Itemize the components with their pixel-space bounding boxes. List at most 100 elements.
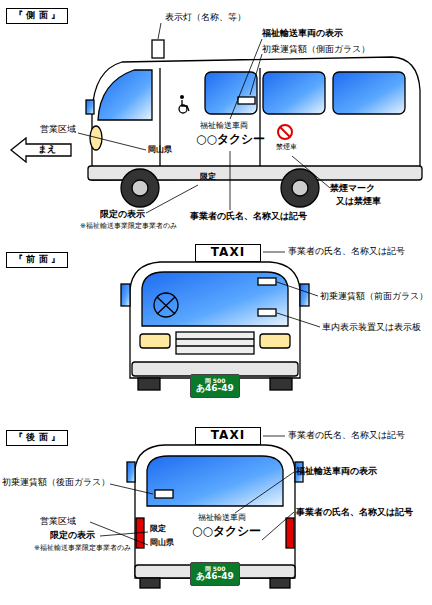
callout-label: 限定 — [150, 524, 166, 533]
callout-label: ○○タクシー — [196, 133, 265, 147]
drawing-rect — [86, 100, 94, 114]
view-heading: 『 後 面 』 — [6, 430, 68, 446]
drawing-rect — [140, 334, 170, 348]
callout-label: 営業区域 — [40, 516, 76, 526]
plate-text: あ46-49 — [196, 384, 234, 394]
drawing-circle — [281, 169, 319, 207]
callout-label: 事業者の氏名、名称又は記号 — [288, 246, 405, 256]
drawing-circle — [121, 169, 159, 207]
drawing-rect — [258, 309, 276, 316]
drawing-line — [176, 338, 254, 339]
drawing-g — [86, 40, 422, 207]
callout-label: 限定の表示 — [50, 530, 95, 540]
callout-label: 福祉輸送車両 — [200, 121, 248, 130]
front-arrow: まえ — [10, 137, 72, 163]
node-label: TAXI — [211, 246, 245, 259]
drawing-rect — [176, 332, 254, 354]
drawing-rect — [138, 378, 160, 390]
callout-label: 岡山県 — [148, 145, 172, 154]
drawing-rect — [258, 278, 276, 285]
callout-label: 事業者の氏名、名称又は記号 — [190, 211, 307, 221]
drawing-g — [263, 252, 320, 327]
drawing-ellipse — [90, 126, 102, 150]
drawing-rect — [270, 378, 292, 390]
drawing-path — [130, 262, 300, 378]
drawing-line — [176, 345, 254, 346]
drawing-line — [250, 54, 262, 95]
drawing-path — [147, 456, 283, 506]
callout-label: 福祉輸送車両の表示 — [262, 28, 343, 38]
drawing-rect — [300, 284, 309, 306]
arrow-shape — [11, 138, 71, 162]
drawing-line — [110, 484, 153, 494]
drawing-rect — [127, 462, 135, 482]
callout-label: 福祉輸送車両の表示 — [296, 466, 377, 476]
drawing-circle — [292, 180, 308, 196]
callout-label: 初乗運賃額（後面ガラス） — [2, 477, 110, 487]
callout-label: 営業区域 — [40, 124, 76, 134]
node-label: 『 後 面 』 — [14, 433, 59, 443]
plate-text: 岡 500 — [205, 566, 226, 573]
callout-label: 車内表示装置又は表示板 — [322, 322, 421, 332]
callout-label: 初乗運賃額（前面ガラス） — [320, 291, 428, 301]
drawing-circle — [278, 125, 292, 139]
drawing-line — [159, 68, 160, 172]
callout-label: 初乗運賃額（側面ガラス） — [262, 44, 370, 54]
callout-label: 事業者の氏名、名称又は記号 — [296, 507, 413, 517]
drawing-line — [90, 522, 148, 545]
drawing-rect — [152, 40, 164, 58]
plate-text: あ46-49 — [196, 572, 234, 582]
view-heading: 『 前 面 』 — [6, 252, 68, 268]
callout-label: 禁煙車 — [276, 143, 297, 151]
drawing-line — [263, 436, 285, 437]
drawing-rect — [260, 334, 290, 348]
callout-label: 岡山県 — [150, 538, 174, 547]
view-heading: 『 側 面 』 — [6, 8, 68, 24]
drawing-rect — [286, 518, 294, 548]
callout-label: 福祉輸送車両 — [198, 513, 246, 522]
drawing-circle — [132, 180, 148, 196]
drawing-rect — [238, 97, 255, 104]
drawing-g — [121, 262, 309, 390]
callout-label: 事業者の氏名、名称又は記号 — [288, 430, 405, 440]
drawing-line — [157, 297, 175, 314]
drawing-line — [100, 532, 148, 536]
drawing-rect — [270, 578, 290, 588]
node-label: 『 前 面 』 — [14, 255, 59, 265]
drawing-path — [135, 445, 295, 578]
plate-text: 岡 500 — [205, 378, 226, 385]
callout-label: 限定の表示 — [100, 209, 145, 219]
drawing-line — [263, 252, 285, 253]
callout-label: 又は禁煙車 — [336, 196, 381, 206]
drawing-line — [230, 151, 231, 210]
callout-label: 表示灯（名称、等） — [165, 12, 246, 22]
drawing-rect — [155, 490, 173, 498]
node-label: まえ — [26, 145, 56, 155]
drawing-path — [98, 70, 152, 120]
drawing-rect — [205, 72, 257, 114]
drawing-line — [230, 39, 262, 119]
drawing-rect — [333, 72, 405, 114]
drawing-line — [158, 23, 161, 39]
drawing-circle — [180, 95, 184, 99]
drawing-line — [262, 512, 294, 540]
drawing-line — [235, 472, 294, 513]
drawing-rect — [121, 284, 130, 306]
drawing-line — [157, 297, 175, 314]
callout-label: 限定 — [200, 172, 216, 181]
drawing-line — [78, 133, 146, 150]
drawing-rect — [263, 72, 325, 114]
drawing-line — [277, 313, 320, 327]
drawing-circle — [154, 293, 178, 317]
taxi-sign: TAXI — [195, 244, 261, 262]
license-plate: 岡 500あ46-49 — [190, 562, 240, 586]
drawing-path — [142, 272, 288, 326]
callout-label: ※福祉輸送事業限定事業者のみ — [80, 222, 177, 230]
drawing-g — [127, 445, 303, 588]
drawing-line — [259, 68, 260, 172]
license-plate: 岡 500あ46-49 — [190, 374, 240, 398]
callout-label: ○○タクシー — [192, 525, 261, 539]
drawing-line — [277, 282, 318, 296]
drawing-g — [90, 436, 294, 545]
